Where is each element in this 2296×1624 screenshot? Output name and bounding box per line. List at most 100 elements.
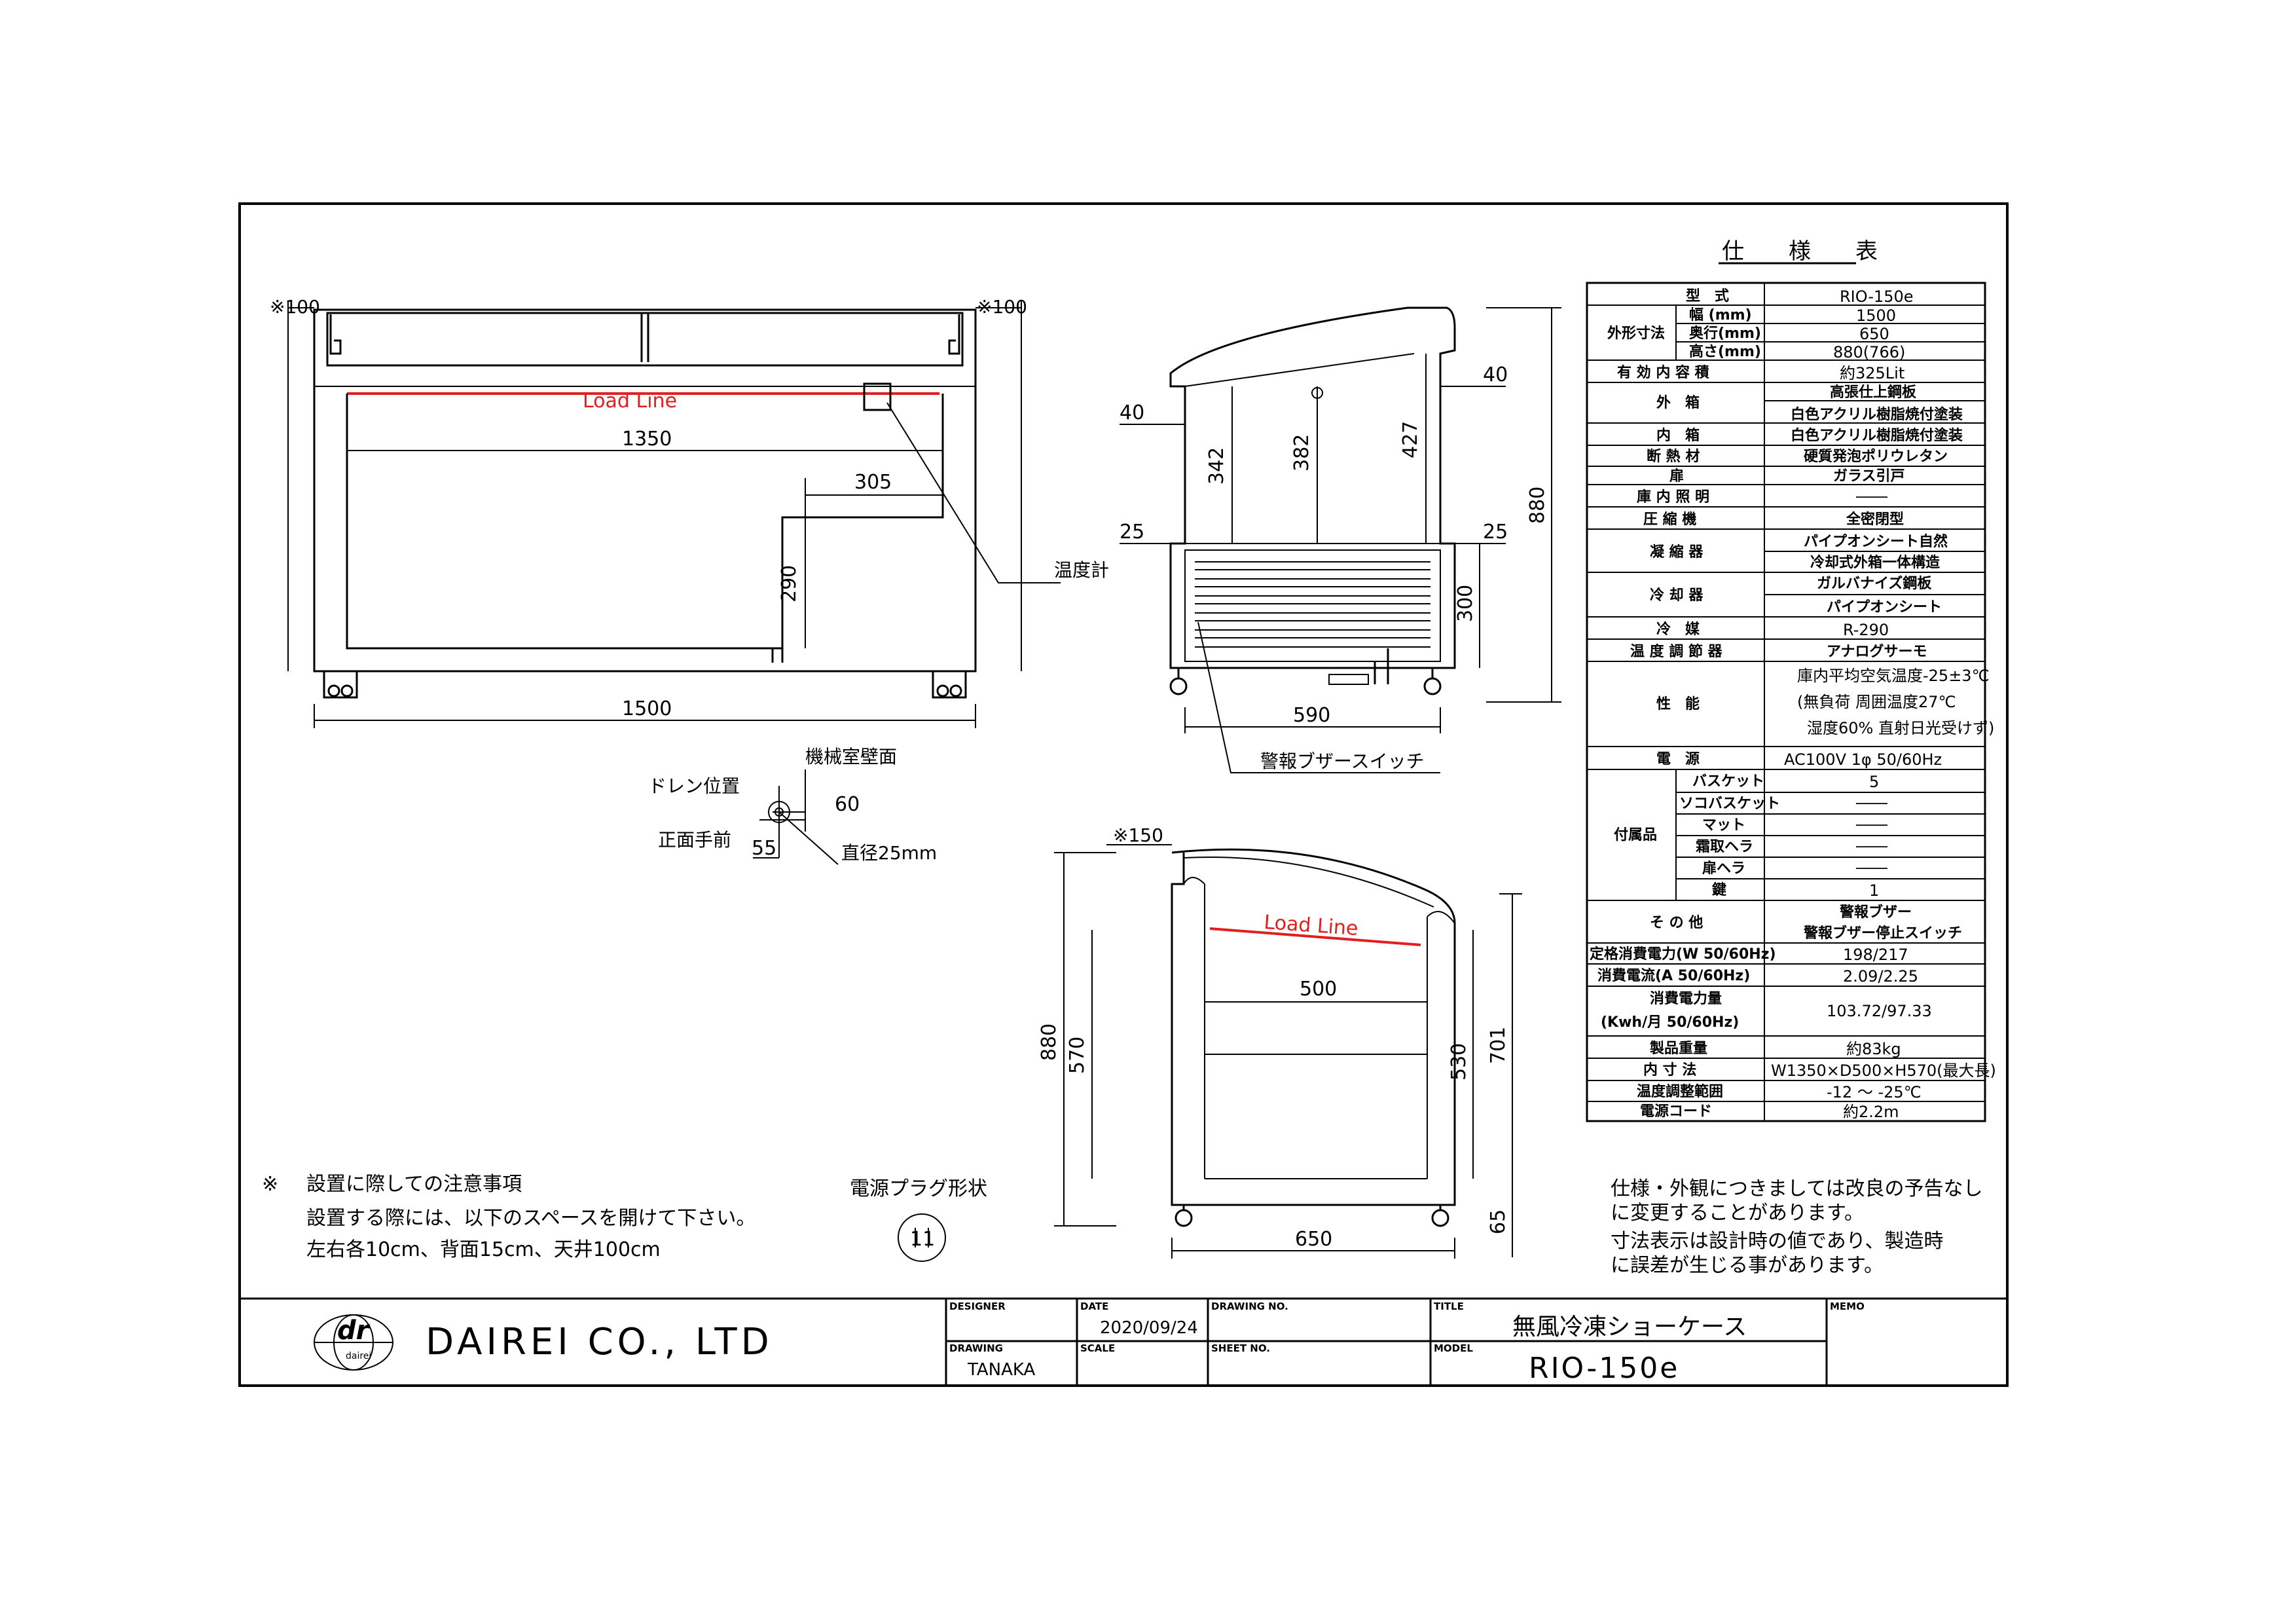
spec-temp-control-value: アナログサーモ <box>1827 643 1927 660</box>
designer-label: DESIGNER <box>949 1301 1006 1312</box>
spec-compressor-label: 圧 縮 機 <box>1643 511 1696 528</box>
spec-outer-value2: 白色アクリル樹脂焼付塗装 <box>1791 406 1963 423</box>
spec-model-label: 型 式 <box>1686 288 1729 304</box>
buzzer-switch-label: 警報ブザースイッチ <box>1260 750 1425 772</box>
section-view <box>1054 844 1522 1259</box>
plug-title: 電源プラグ形状 <box>850 1177 987 1200</box>
spec-height-label: 高さ(mm) <box>1689 343 1761 360</box>
spec-mat-value: ―― <box>1856 815 1887 834</box>
disclaimer: 仕様・外観につきましては改良の予告なし に変更することがあります。 寸法表示は設… <box>1611 1177 1983 1277</box>
dim-500: 500 <box>1300 978 1337 1001</box>
company-logo: dr <box>337 1316 371 1346</box>
spec-volume-value: 約325Lit <box>1840 364 1904 382</box>
spec-table-text: 仕 様 表 型 式 RIO-150e 外形寸法 幅 (mm) 1500 奥行(m… <box>1590 238 1996 1121</box>
dim-side-left: 40 <box>1120 401 1144 424</box>
spec-door-label: 扉 <box>1669 468 1684 485</box>
spec-compressor-value: 全密閉型 <box>1846 511 1904 528</box>
dim-total-height: 880 <box>1526 487 1549 524</box>
company-name: DAIREI CO., LTD <box>426 1321 773 1363</box>
spec-height-value: 880(766) <box>1833 343 1905 361</box>
spec-depth-value: 650 <box>1859 325 1889 343</box>
dim-530: 530 <box>1448 1043 1470 1080</box>
spec-insulation-value: 硬質発泡ポリウレタン <box>1804 448 1948 465</box>
spec-condenser-value1: パイプオンシート自然 <box>1804 533 1948 550</box>
notes-line2: 左右各10cm、背面15cm、天井100cm <box>306 1238 661 1261</box>
spec-lighting-value: ―― <box>1856 487 1887 506</box>
drawing-label: DRAWING <box>949 1342 1003 1354</box>
model-label: MODEL <box>1434 1342 1473 1354</box>
drain-detail <box>753 769 839 865</box>
company-logo-sub: dairei <box>346 1351 371 1361</box>
side-view-labels: 40 40 342 382 427 880 25 25 300 590 警報ブザ… <box>1120 363 1549 772</box>
spec-temp-range-label: 温度調整範囲 <box>1637 1083 1723 1100</box>
spec-insulation-label: 断 熱 材 <box>1647 448 1700 465</box>
spec-table-grid <box>1586 262 1986 1122</box>
spec-cord-value: 約2.2m <box>1843 1103 1899 1121</box>
diameter-label: 直径25mm <box>841 842 937 864</box>
spec-energy-value: 103.72/97.33 <box>1827 1002 1932 1020</box>
spec-width-value: 1500 <box>1856 306 1896 325</box>
spec-evaporator-value1: ガルバナイズ鋼板 <box>1817 575 1932 592</box>
section-view-labels: ※150 Load Line 500 880 570 530 701 65 65… <box>1038 824 1510 1251</box>
spec-performance-label: 性 能 <box>1656 695 1700 712</box>
spec-key-label: 鍵 <box>1712 881 1726 898</box>
date-label: DATE <box>1080 1301 1108 1312</box>
spec-other-label: そ の 他 <box>1650 915 1703 931</box>
spec-inner-value: 白色アクリル樹脂焼付塗装 <box>1791 427 1963 444</box>
spec-door-spatula-value: ―― <box>1856 858 1887 877</box>
disclaimer-line4: に誤差が生じる事があります。 <box>1611 1254 1884 1277</box>
dim-height-427: 427 <box>1399 421 1422 458</box>
spec-evaporator-value2: パイプオンシート <box>1827 599 1942 616</box>
spec-refrigerant-label: 冷 媒 <box>1656 621 1700 638</box>
spec-condenser-label: 凝 縮 器 <box>1650 544 1704 561</box>
clearance-left-label: ※100 <box>270 296 320 318</box>
spec-outer-label: 外 箱 <box>1656 394 1700 411</box>
spec-key-value: 1 <box>1869 881 1879 900</box>
spec-bottom-basket-value: ―― <box>1856 794 1887 812</box>
spec-evaporator-label: 冷 却 器 <box>1650 587 1704 604</box>
side-view <box>1120 306 1561 773</box>
dim-total-width: 1500 <box>622 697 672 720</box>
spec-rated-power-label: 定格消費電力(W 50/60Hz) <box>1590 946 1776 963</box>
title-label: TITLE <box>1434 1301 1464 1312</box>
title-value: 無風冷凍ショーケース <box>1512 1314 1747 1340</box>
spec-temp-range-value: -12 ～ -25℃ <box>1827 1083 1922 1101</box>
spec-temp-control-label: 温 度 調 節 器 <box>1630 643 1723 660</box>
section-load-line-label: Load Line <box>1263 911 1358 940</box>
drain-detail-labels: 機械室壁面 ドレン位置 60 正面手前 55 直径25mm <box>648 746 937 864</box>
spec-weight-label: 製品重量 <box>1649 1040 1707 1057</box>
model-value: RIO-150e <box>1529 1352 1679 1385</box>
dim-650: 650 <box>1295 1228 1332 1251</box>
spec-refrigerant-value: R-290 <box>1843 621 1889 639</box>
sheet-no-label: SHEET NO. <box>1211 1342 1270 1354</box>
spec-width-label: 幅 (mm) <box>1689 307 1752 323</box>
spec-door-value: ガラス引戸 <box>1833 468 1905 485</box>
dim-base-right: 25 <box>1483 521 1508 544</box>
spec-performance-value1: 庫内平均空気温度-25±3℃ <box>1797 667 1990 685</box>
spec-performance-value2: (無負荷 周囲温度27℃ <box>1797 693 1956 711</box>
dim-base-left: 25 <box>1120 521 1144 544</box>
spec-outer-value1: 高張仕上鋼板 <box>1830 384 1917 401</box>
dim-height-382: 382 <box>1290 434 1313 471</box>
dim-65: 65 <box>1487 1209 1510 1234</box>
spec-current-label: 消費電流(A 50/60Hz) <box>1597 967 1750 984</box>
spec-condenser-value2: 冷却式外箱一体構造 <box>1810 554 1940 571</box>
spec-scraper-label: 霜取ヘラ <box>1695 839 1753 855</box>
clearance-top-label: ※150 <box>1113 824 1163 846</box>
date-value: 2020/09/24 <box>1100 1318 1198 1338</box>
install-notes: ※ 設置に際しての注意事項 設置する際には、以下のスペースを開けて下さい。 左右… <box>262 1173 756 1261</box>
dim-55: 55 <box>752 837 776 860</box>
dim-570: 570 <box>1066 1037 1089 1074</box>
dim-880-section: 880 <box>1038 1024 1061 1061</box>
clearance-right-label: ※100 <box>977 296 1027 318</box>
drain-position-label: ドレン位置 <box>648 775 740 797</box>
spec-inner-dim-value: W1350×D500×H570(最大長) <box>1771 1061 1996 1080</box>
spec-cord-label: 電源コード <box>1640 1103 1712 1120</box>
front-view <box>287 301 1061 728</box>
spec-volume-label: 有 効 内 容 積 <box>1617 364 1710 381</box>
spec-rated-power-value: 198/217 <box>1843 946 1908 964</box>
spec-scraper-value: ―― <box>1856 837 1887 855</box>
spec-basket-value: 5 <box>1869 773 1879 791</box>
dim-depth: 590 <box>1293 704 1330 727</box>
notes-mark: ※ <box>262 1173 278 1196</box>
